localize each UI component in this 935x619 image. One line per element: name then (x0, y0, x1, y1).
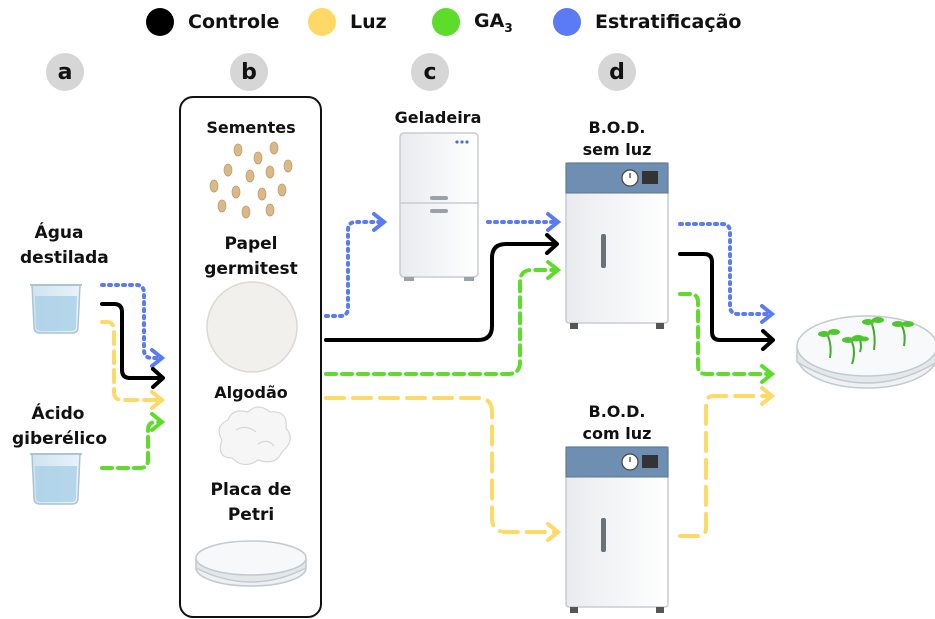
bod-dark-label: B.O.D. sem luz (560, 117, 674, 161)
legend-controle-label: Controle (188, 11, 280, 33)
arrow-ga3-to-result (678, 292, 776, 384)
legend-ga3-swatch (432, 8, 460, 36)
step-c-badge: c (411, 53, 449, 91)
materials-box (179, 96, 322, 618)
fridge-label: Geladeira (394, 108, 482, 127)
arrow-controle-to-result (678, 252, 775, 351)
legend-ga3-text: GA (474, 9, 505, 32)
seeds-icon (209, 141, 293, 219)
water-label: Água destilada (20, 221, 109, 271)
gibberellic-acid-beaker-icon (30, 453, 82, 505)
arrow-water-controle (100, 302, 165, 389)
acid-label-line2: giberélico (12, 429, 108, 449)
step-a-badge: a (46, 53, 84, 91)
paper-label-line1: Papel (224, 234, 278, 254)
paper-label: Papel germitest (181, 232, 321, 282)
bod-dark-label-line1: B.O.D. (588, 118, 646, 137)
arrow-water-luz (100, 320, 166, 410)
cotton-icon (218, 406, 291, 466)
paper-label-line2: germitest (204, 259, 298, 279)
bod-light-label: B.O.D. com luz (560, 401, 674, 445)
legend-controle: Controle (146, 8, 279, 36)
refrigerator-icon (399, 132, 479, 281)
distilled-water-beaker-icon (30, 284, 82, 334)
legend-luz-label: Luz (350, 11, 387, 33)
legend-estratificacao-swatch (553, 8, 581, 36)
step-d-badge: d (598, 53, 636, 91)
petri-dish-seedlings-icon (796, 315, 935, 389)
bod-light-label-line2: com luz (582, 424, 652, 443)
bod-incubator-dark-icon (565, 162, 669, 329)
seeds-label: Sementes (206, 118, 296, 137)
step-b-badge: b (230, 53, 268, 91)
arrow-water-estratificacao (100, 283, 166, 368)
petri-label-line2: Petri (227, 505, 275, 525)
bod-incubator-light-icon (565, 446, 669, 613)
legend-ga3-label: GA3 (474, 10, 513, 35)
arrow-estratificacao-to-result (678, 222, 776, 324)
legend-estratificacao-label: Estratificação (595, 11, 742, 33)
arrow-box-to-fridge (324, 212, 388, 318)
arrow-luz-to-result (678, 386, 776, 538)
legend-controle-swatch (146, 8, 174, 36)
petri-label: Placa de Petri (181, 478, 321, 528)
germitest-paper-icon (206, 281, 298, 373)
arrow-fridge-to-bod-dark (486, 212, 562, 232)
petri-label-line1: Placa de (210, 480, 292, 500)
cotton-label: Algodão (214, 383, 288, 402)
water-label-line2: destilada (20, 248, 109, 268)
legend-estratificacao: Estratificação (553, 8, 741, 36)
bod-light-label-line1: B.O.D. (588, 402, 646, 421)
arrow-controle-to-bod-dark (324, 233, 559, 342)
arrow-ga3-to-bod-dark (324, 260, 562, 376)
water-label-line1: Água (34, 223, 84, 243)
legend-luz-swatch (308, 8, 336, 36)
legend-ga3: GA3 (432, 8, 513, 36)
acid-label-line1: Ácido (31, 404, 85, 424)
arrow-luz-to-bod-light (324, 396, 562, 542)
bod-dark-label-line2: sem luz (582, 140, 652, 159)
acid-label: Ácido giberélico (12, 402, 108, 452)
petri-dish-icon (195, 540, 307, 587)
legend-ga3-subscript: 3 (504, 20, 513, 35)
legend-luz: Luz (308, 8, 387, 36)
arrow-acid-ga3 (100, 412, 166, 470)
